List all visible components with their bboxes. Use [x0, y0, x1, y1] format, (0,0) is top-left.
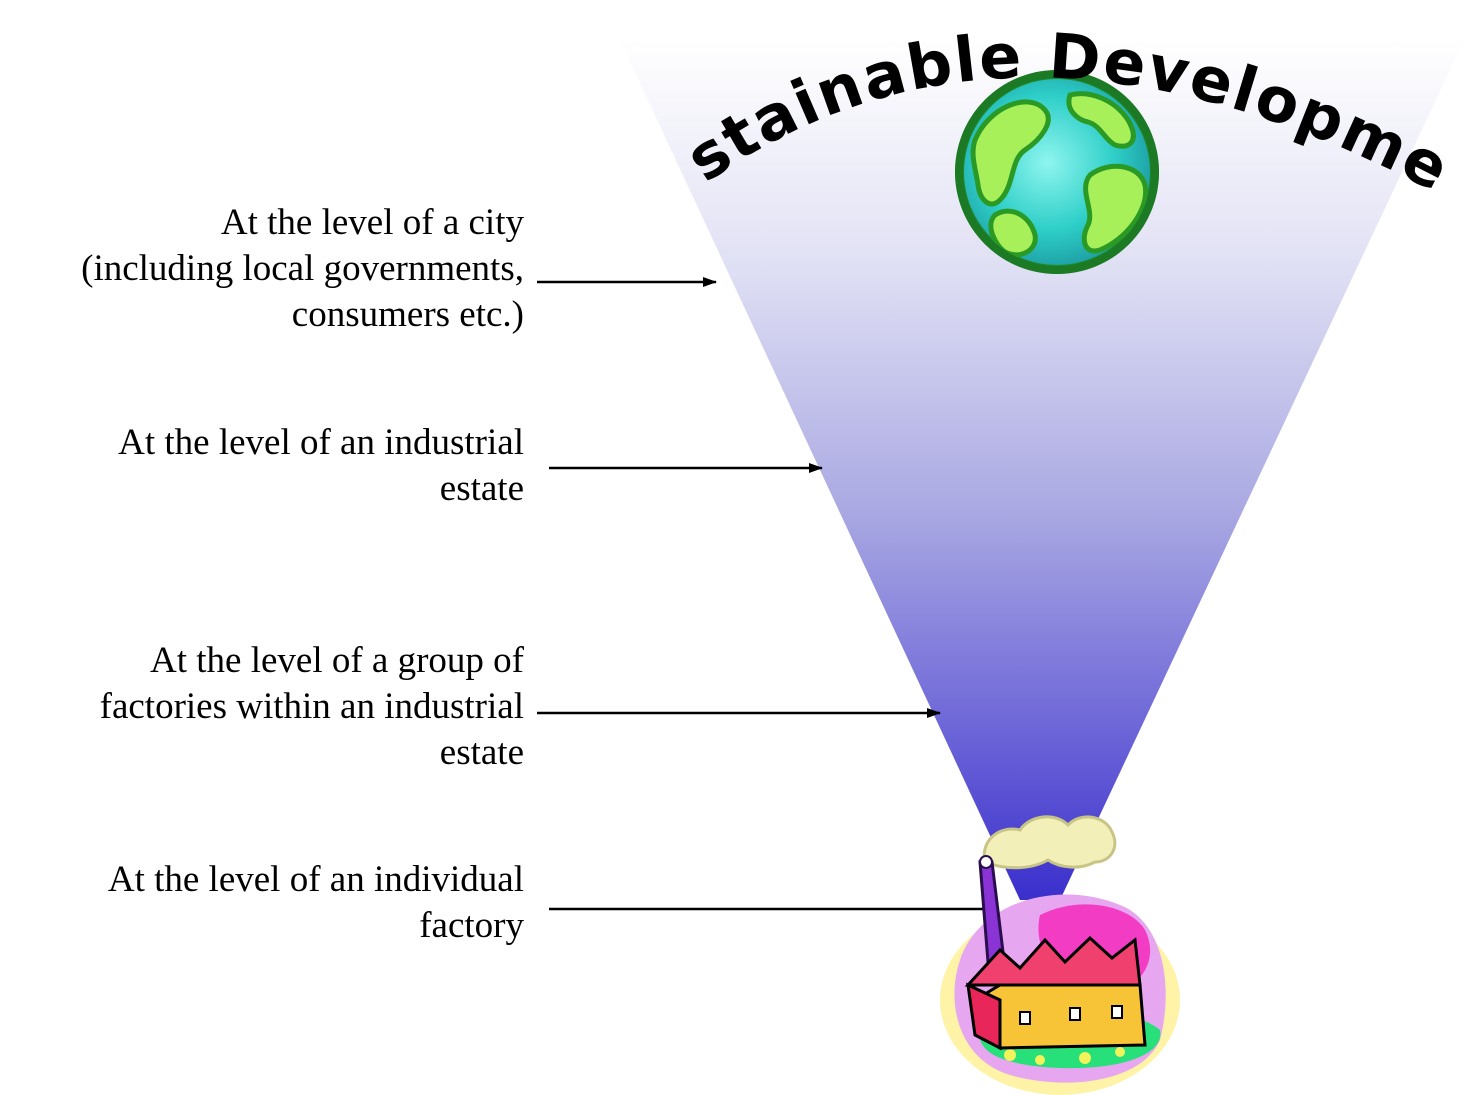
label-line: At the level of a group of — [150, 640, 524, 681]
label-line: estate — [439, 732, 524, 773]
label-line: At the level of a city — [220, 202, 524, 243]
level-label-individual-factory: At the level of an individual factory — [108, 857, 524, 949]
label-line: factory — [419, 905, 524, 946]
label-line: consumers etc.) — [291, 294, 524, 335]
level-label-factory-group: At the level of a group of factories wit… — [100, 638, 524, 776]
earth-globe-icon — [955, 70, 1159, 274]
level-label-city: At the level of a city (including local … — [81, 200, 524, 338]
level-label-industrial-estate: At the level of an industrial estate — [118, 420, 524, 512]
label-line: estate — [439, 468, 524, 509]
label-line: At the level of an individual — [107, 859, 524, 900]
label-line: factories within an industrial — [99, 686, 524, 727]
label-line: At the level of an industrial — [118, 422, 524, 463]
funnel-cone — [620, 40, 1464, 900]
label-line: (including local governments, — [81, 248, 524, 289]
factory-icon — [940, 815, 1180, 1095]
